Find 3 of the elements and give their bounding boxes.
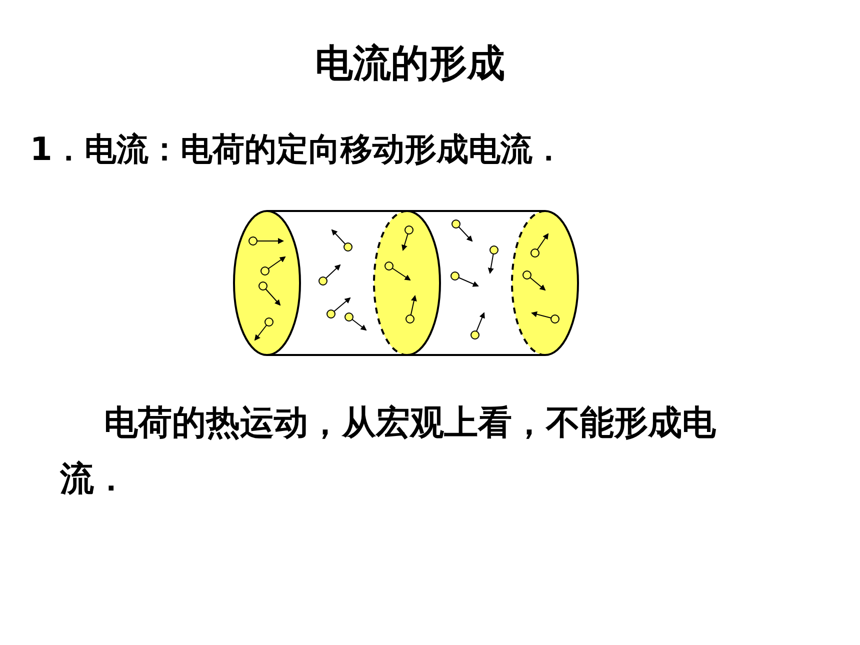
definition-text: 1．电流：电荷的定向移动形成电流．	[30, 129, 564, 170]
title: 电流的形成	[314, 40, 506, 87]
explanation-text: 电荷的热运动，从宏观上看，不能形成电流．	[60, 402, 717, 501]
